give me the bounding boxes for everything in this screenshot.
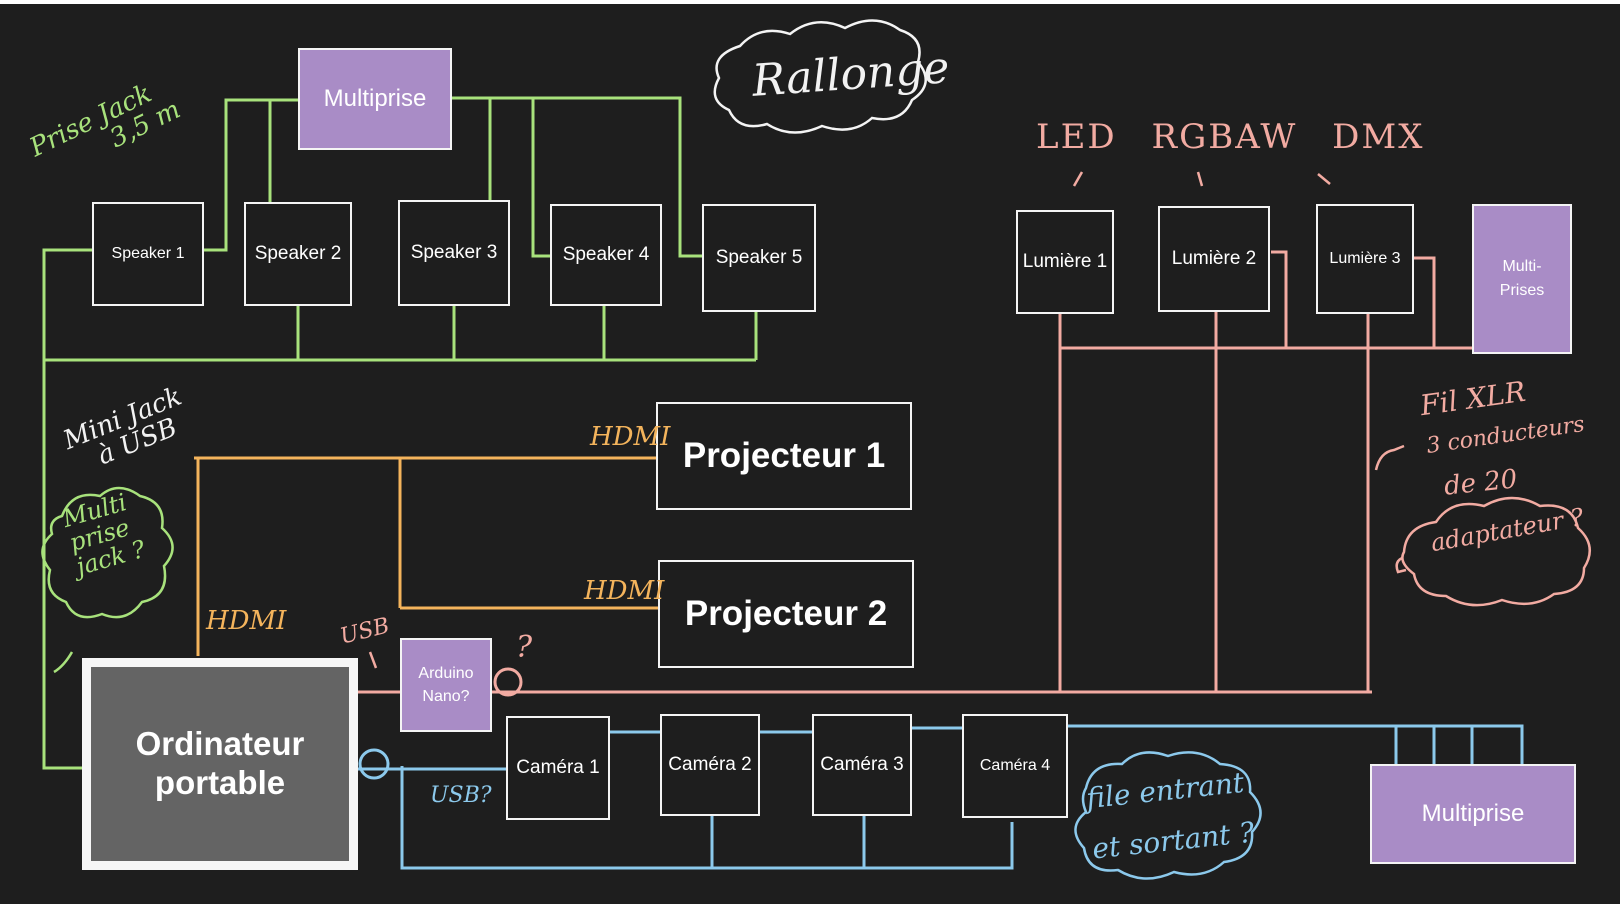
camera-1-box: Caméra 1 — [506, 716, 610, 820]
power-strip-top: Multiprise — [298, 48, 452, 150]
question-mark-note: ? — [516, 630, 533, 665]
power-strip-top-label: Multiprise — [323, 85, 427, 112]
light-2-label: Lumière 2 — [1171, 248, 1257, 269]
arduino-label-1: Arduino — [418, 664, 474, 682]
speaker-2-box: Speaker 2 — [244, 202, 352, 306]
speaker-4-box: Speaker 4 — [550, 204, 662, 306]
power-strip-bottom-label: Multiprise — [1421, 800, 1525, 827]
led-rgbaw-dmx-note: LED RGBAW DMX — [1036, 117, 1425, 157]
light-1-label: Lumière 1 — [1022, 251, 1108, 272]
speaker-5-label: Speaker 5 — [715, 247, 803, 268]
projector-1-box: Projecteur 1 — [656, 402, 912, 510]
light-2-box: Lumière 2 — [1158, 206, 1270, 312]
speaker-1-label: Speaker 1 — [111, 245, 185, 262]
audio-wires — [42, 96, 758, 770]
connection-wires — [41, 19, 1591, 880]
light-3-box: Lumière 3 — [1316, 204, 1414, 314]
speaker-3-box: Speaker 3 — [398, 200, 510, 306]
camera-3-box: Caméra 3 — [812, 714, 912, 816]
camera-4-label: Caméra 4 — [979, 757, 1051, 774]
projector-2-box: Projecteur 2 — [658, 560, 914, 668]
laptop-label-2: portable — [154, 764, 286, 801]
camera-1-label: Caméra 1 — [516, 757, 600, 778]
usb-label-bottom: USB? — [430, 783, 492, 808]
arduino-label-2: Nano? — [422, 688, 470, 705]
led-tick-marks — [1072, 171, 1331, 187]
power-strip-right: Multi- Prises — [1472, 204, 1572, 354]
diagram-canvas: Multiprise Speaker 1 Speaker 2 Speaker 3… — [0, 4, 1620, 904]
power-strip-right-label-1: Multi- — [1502, 258, 1542, 275]
hdmi-label-2: HDMI — [584, 576, 665, 606]
arduino-box: Arduino Nano? — [400, 638, 492, 732]
video-wires — [194, 456, 658, 656]
camera-wires — [352, 724, 1524, 870]
cloud-outlines — [41, 19, 1591, 880]
xlr-arrows — [1374, 444, 1407, 574]
laptop-label-1: Ordinateur — [135, 725, 305, 763]
speaker-4-label: Speaker 4 — [562, 244, 650, 265]
projector-2-label: Projecteur 2 — [684, 594, 888, 633]
camera-3-label: Caméra 3 — [820, 754, 904, 775]
hdmi-label-1: HDMI — [590, 422, 671, 452]
camera-4-box: Caméra 4 — [962, 714, 1068, 818]
laptop-box: Ordinateur portable — [82, 658, 358, 870]
light-3-label: Lumière 3 — [1329, 250, 1401, 267]
speaker-5-box: Speaker 5 — [702, 204, 816, 312]
speaker-2-label: Speaker 2 — [254, 243, 342, 264]
projector-1-label: Projecteur 1 — [682, 436, 886, 475]
speaker-1-box: Speaker 1 — [92, 202, 204, 306]
camera-2-label: Caméra 2 — [668, 754, 752, 775]
light-1-box: Lumière 1 — [1016, 210, 1114, 314]
light-wires — [352, 250, 1472, 697]
power-strip-bottom: Multiprise — [1370, 764, 1576, 864]
camera-2-box: Caméra 2 — [660, 714, 760, 816]
hdmi-label-vertical: HDMI — [206, 606, 287, 636]
speaker-3-label: Speaker 3 — [410, 242, 498, 263]
power-strip-right-label-2: Prises — [1499, 282, 1545, 299]
usb-pointer — [368, 651, 378, 669]
